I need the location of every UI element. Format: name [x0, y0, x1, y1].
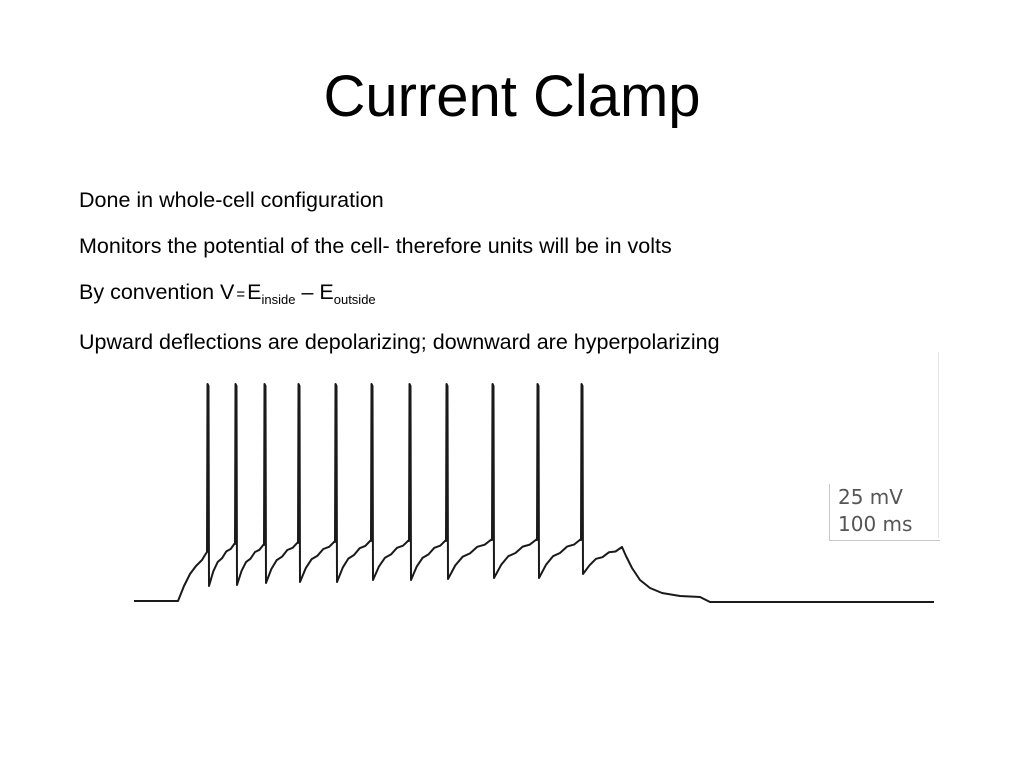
slide-title: Current Clamp [323, 64, 701, 129]
scale-bar-voltage-label: 25 mV [838, 485, 903, 509]
bullet-item-whole-cell: Done in whole-cell configuration [79, 188, 384, 212]
bullet-item-convention: By convention V=Einside – Eoutside [79, 278, 720, 314]
e-inside-symbol: E [247, 280, 262, 304]
equals-sign: = [236, 286, 246, 303]
membrane-potential-trace [134, 383, 934, 603]
scale-bar: 25 mV 100 ms [829, 484, 940, 541]
e-outside-symbol: E [319, 280, 334, 304]
convention-prefix: By convention V [79, 280, 235, 304]
action-potential-trace-figure [134, 383, 934, 603]
bullet-item-deflections: Upward deflections are depolarizing; dow… [79, 330, 720, 354]
minus-dash: – [301, 280, 314, 304]
outside-subscript: outside [333, 292, 376, 307]
inside-subscript: inside [261, 292, 296, 307]
scale-bar-time-label: 100 ms [838, 512, 913, 536]
bullet-list: Done in whole-cell configuration Monitor… [79, 186, 720, 374]
figure-right-border [938, 352, 939, 538]
bullet-item-monitors: Monitors the potential of the cell- ther… [79, 234, 672, 258]
